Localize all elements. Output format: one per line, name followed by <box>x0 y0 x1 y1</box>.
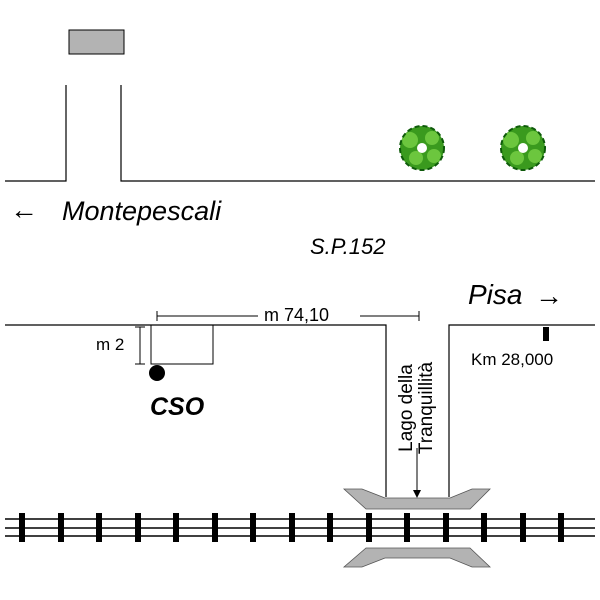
railway-tie <box>250 513 256 542</box>
railway-tie <box>366 513 372 542</box>
railway-tie <box>19 513 25 542</box>
label-depth: m 2 <box>96 335 125 354</box>
cso-structure <box>150 324 214 365</box>
railway-tie <box>558 513 564 542</box>
railway-tie <box>289 513 295 542</box>
label-cso: CSO <box>150 393 205 421</box>
railway-tie <box>135 513 141 542</box>
lower-road-edge-right <box>448 324 595 497</box>
label-km: Km 28,000 <box>471 350 554 369</box>
railway-tie <box>481 513 487 542</box>
building-icon <box>68 29 125 55</box>
cso-point-icon <box>149 365 165 381</box>
upper-road-edge-right <box>120 85 595 182</box>
tree-icon <box>500 125 546 171</box>
upper-road-edge-left <box>5 85 67 182</box>
bridge-lower <box>342 547 492 568</box>
lower-road-edge-left <box>5 324 387 497</box>
label-road: S.P.152 <box>310 234 386 259</box>
railway-tie <box>404 513 410 542</box>
label-pisa: Pisa <box>468 279 523 310</box>
bridge-upper <box>342 488 491 510</box>
railway-tie <box>443 513 449 542</box>
railway-tie <box>58 513 64 542</box>
tree-icon <box>399 125 445 171</box>
label-montepescali: Montepescali <box>62 196 222 226</box>
railway-tie <box>96 513 102 542</box>
arrow-left-icon: ← <box>10 194 38 225</box>
arrow-right-icon: → <box>535 280 563 311</box>
label-street-name: Lago della Tranquillità <box>396 348 437 468</box>
railway-tie <box>327 513 333 542</box>
label-street-line1: Lago della <box>396 364 417 452</box>
railway-tie <box>520 513 526 542</box>
railway <box>5 513 595 542</box>
railway-tie <box>212 513 218 542</box>
label-distance: m 74,10 <box>264 305 330 325</box>
label-street-line2: Tranquillità <box>415 361 437 455</box>
railway-tie <box>173 513 179 542</box>
km-marker-icon <box>543 327 549 341</box>
